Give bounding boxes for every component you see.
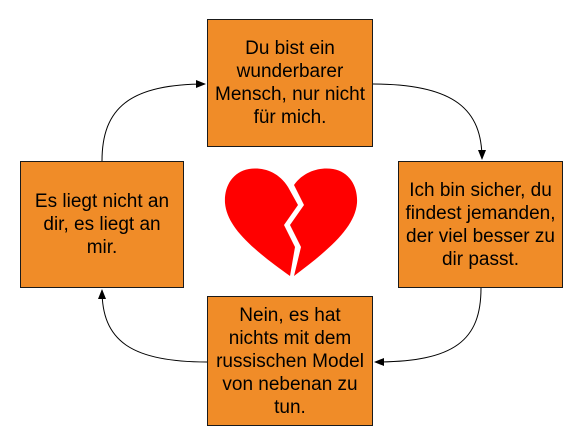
arrow-top-to-right [372, 83, 486, 160]
cycle-box-left: Es liegt nicht an dir, es liegt an mir. [20, 161, 184, 288]
cycle-box-right: Ich bin sicher, du findest jemanden, der… [398, 161, 563, 288]
cycle-box-top: Du bist ein wunderbarer Mensch, nur nich… [207, 19, 373, 147]
cycle-box-right-text: Ich bin sicher, du findest jemanden, der… [405, 179, 556, 270]
arrow-left-to-top [101, 80, 206, 162]
cycle-box-bottom-text: Nein, es hat nichts mit dem russischen M… [216, 304, 364, 418]
broken-heart-right-half [290, 168, 358, 276]
broken-heart-icon [224, 168, 358, 276]
arrow-bottom-to-left [98, 289, 208, 363]
cycle-box-top-text: Du bist ein wunderbarer Mensch, nur nich… [215, 38, 365, 128]
cycle-box-bottom: Nein, es hat nichts mit dem russischen M… [207, 296, 373, 426]
broken-heart-left-half [224, 168, 298, 276]
arrow-right-to-bottom [374, 287, 482, 366]
cycle-box-left-text: Es liegt nicht an dir, es liegt an mir. [34, 191, 170, 258]
